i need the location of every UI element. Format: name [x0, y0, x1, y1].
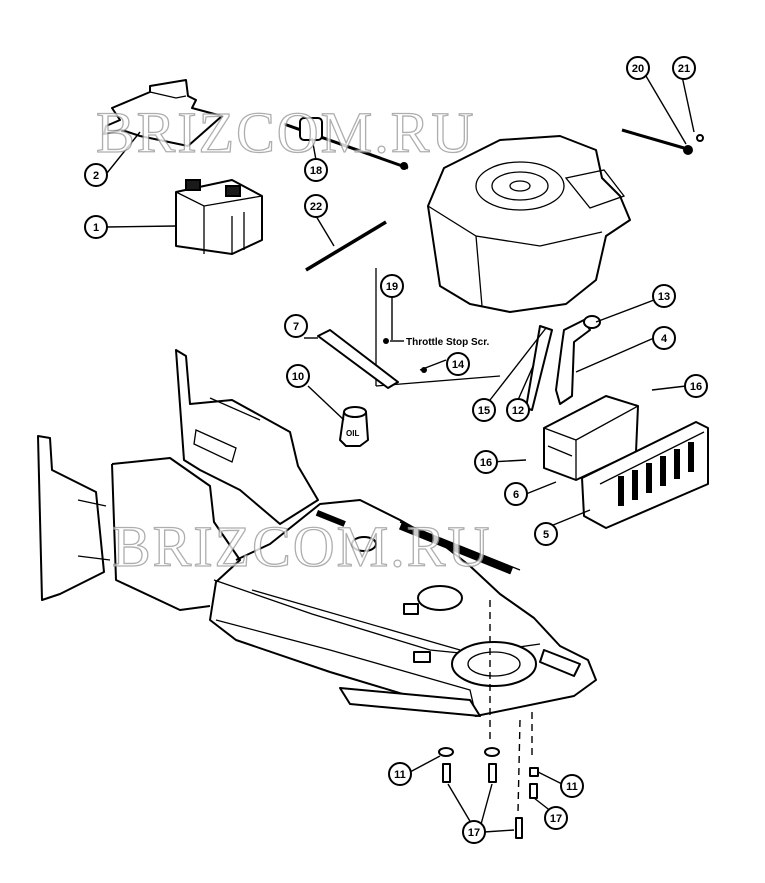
svg-text:17: 17 — [550, 813, 562, 825]
svg-text:18: 18 — [310, 165, 322, 177]
hold-down-strap — [317, 329, 399, 389]
callout-16-left: 16 — [474, 450, 498, 474]
svg-text:7: 7 — [293, 321, 299, 333]
callout-12: 12 — [506, 398, 530, 422]
rear-plate — [37, 435, 111, 601]
callout-11-right: 11 — [560, 774, 584, 798]
dipstick-tube — [525, 315, 601, 411]
fasteners — [438, 747, 539, 839]
svg-text:15: 15 — [478, 405, 490, 417]
svg-text:6: 6 — [513, 489, 519, 501]
callout-11-left: 11 — [388, 762, 412, 786]
callout-14: 14 — [446, 352, 470, 376]
watermark-middle: BRIZCOM.RU — [112, 514, 491, 579]
throttle-stop-note: Throttle Stop Scr. — [383, 337, 490, 373]
battery — [175, 179, 263, 255]
callout-15: 15 — [472, 398, 496, 422]
linkage-rod — [621, 128, 704, 155]
main-frame — [111, 457, 597, 717]
svg-text:4: 4 — [661, 333, 668, 345]
oil-label: OIL — [346, 429, 359, 438]
svg-text:14: 14 — [452, 359, 465, 371]
svg-text:20: 20 — [632, 63, 644, 75]
svg-text:5: 5 — [543, 529, 549, 541]
svg-text:12: 12 — [512, 405, 524, 417]
svg-text:2: 2 — [93, 170, 99, 182]
throttle-stop-label: Throttle Stop Scr. — [406, 337, 490, 348]
callout-5: 5 — [534, 522, 558, 546]
side-panel — [175, 349, 319, 525]
svg-text:13: 13 — [658, 291, 670, 303]
svg-text:1: 1 — [93, 222, 99, 234]
callout-17-right: 17 — [544, 806, 568, 830]
svg-text:16: 16 — [690, 381, 702, 393]
svg-text:21: 21 — [678, 63, 690, 75]
callout-13: 13 — [652, 284, 676, 308]
watermark-top: BRIZCOM.RU — [96, 100, 475, 165]
svg-text:17: 17 — [468, 827, 480, 839]
svg-text:11: 11 — [394, 769, 406, 781]
callout-21: 21 — [672, 56, 696, 80]
svg-text:10: 10 — [292, 371, 304, 383]
callout-19: 19 — [380, 274, 404, 298]
engine-shroud — [427, 135, 631, 313]
svg-text:11: 11 — [566, 781, 578, 793]
callout-4: 4 — [652, 326, 676, 350]
control-rod — [305, 220, 387, 272]
callout-10: 10 — [286, 364, 310, 388]
callout-7: 7 — [284, 314, 308, 338]
throttle-cable — [283, 117, 409, 170]
oil-bottle: OIL — [339, 406, 369, 447]
svg-text:22: 22 — [310, 201, 322, 213]
assembly-lines — [489, 600, 533, 813]
svg-text:16: 16 — [480, 457, 492, 469]
callout-1: 1 — [84, 215, 108, 239]
callout-2: 2 — [84, 163, 108, 187]
callout-20: 20 — [626, 56, 650, 80]
muffler-guard — [581, 421, 709, 529]
callout-17-bottom: 17 — [462, 820, 486, 844]
callout-22: 22 — [304, 194, 328, 218]
svg-text:19: 19 — [386, 281, 398, 293]
callout-6: 6 — [504, 482, 528, 506]
callout-18: 18 — [304, 158, 328, 182]
battery-cover — [103, 79, 223, 147]
callout-16-right: 16 — [684, 374, 708, 398]
